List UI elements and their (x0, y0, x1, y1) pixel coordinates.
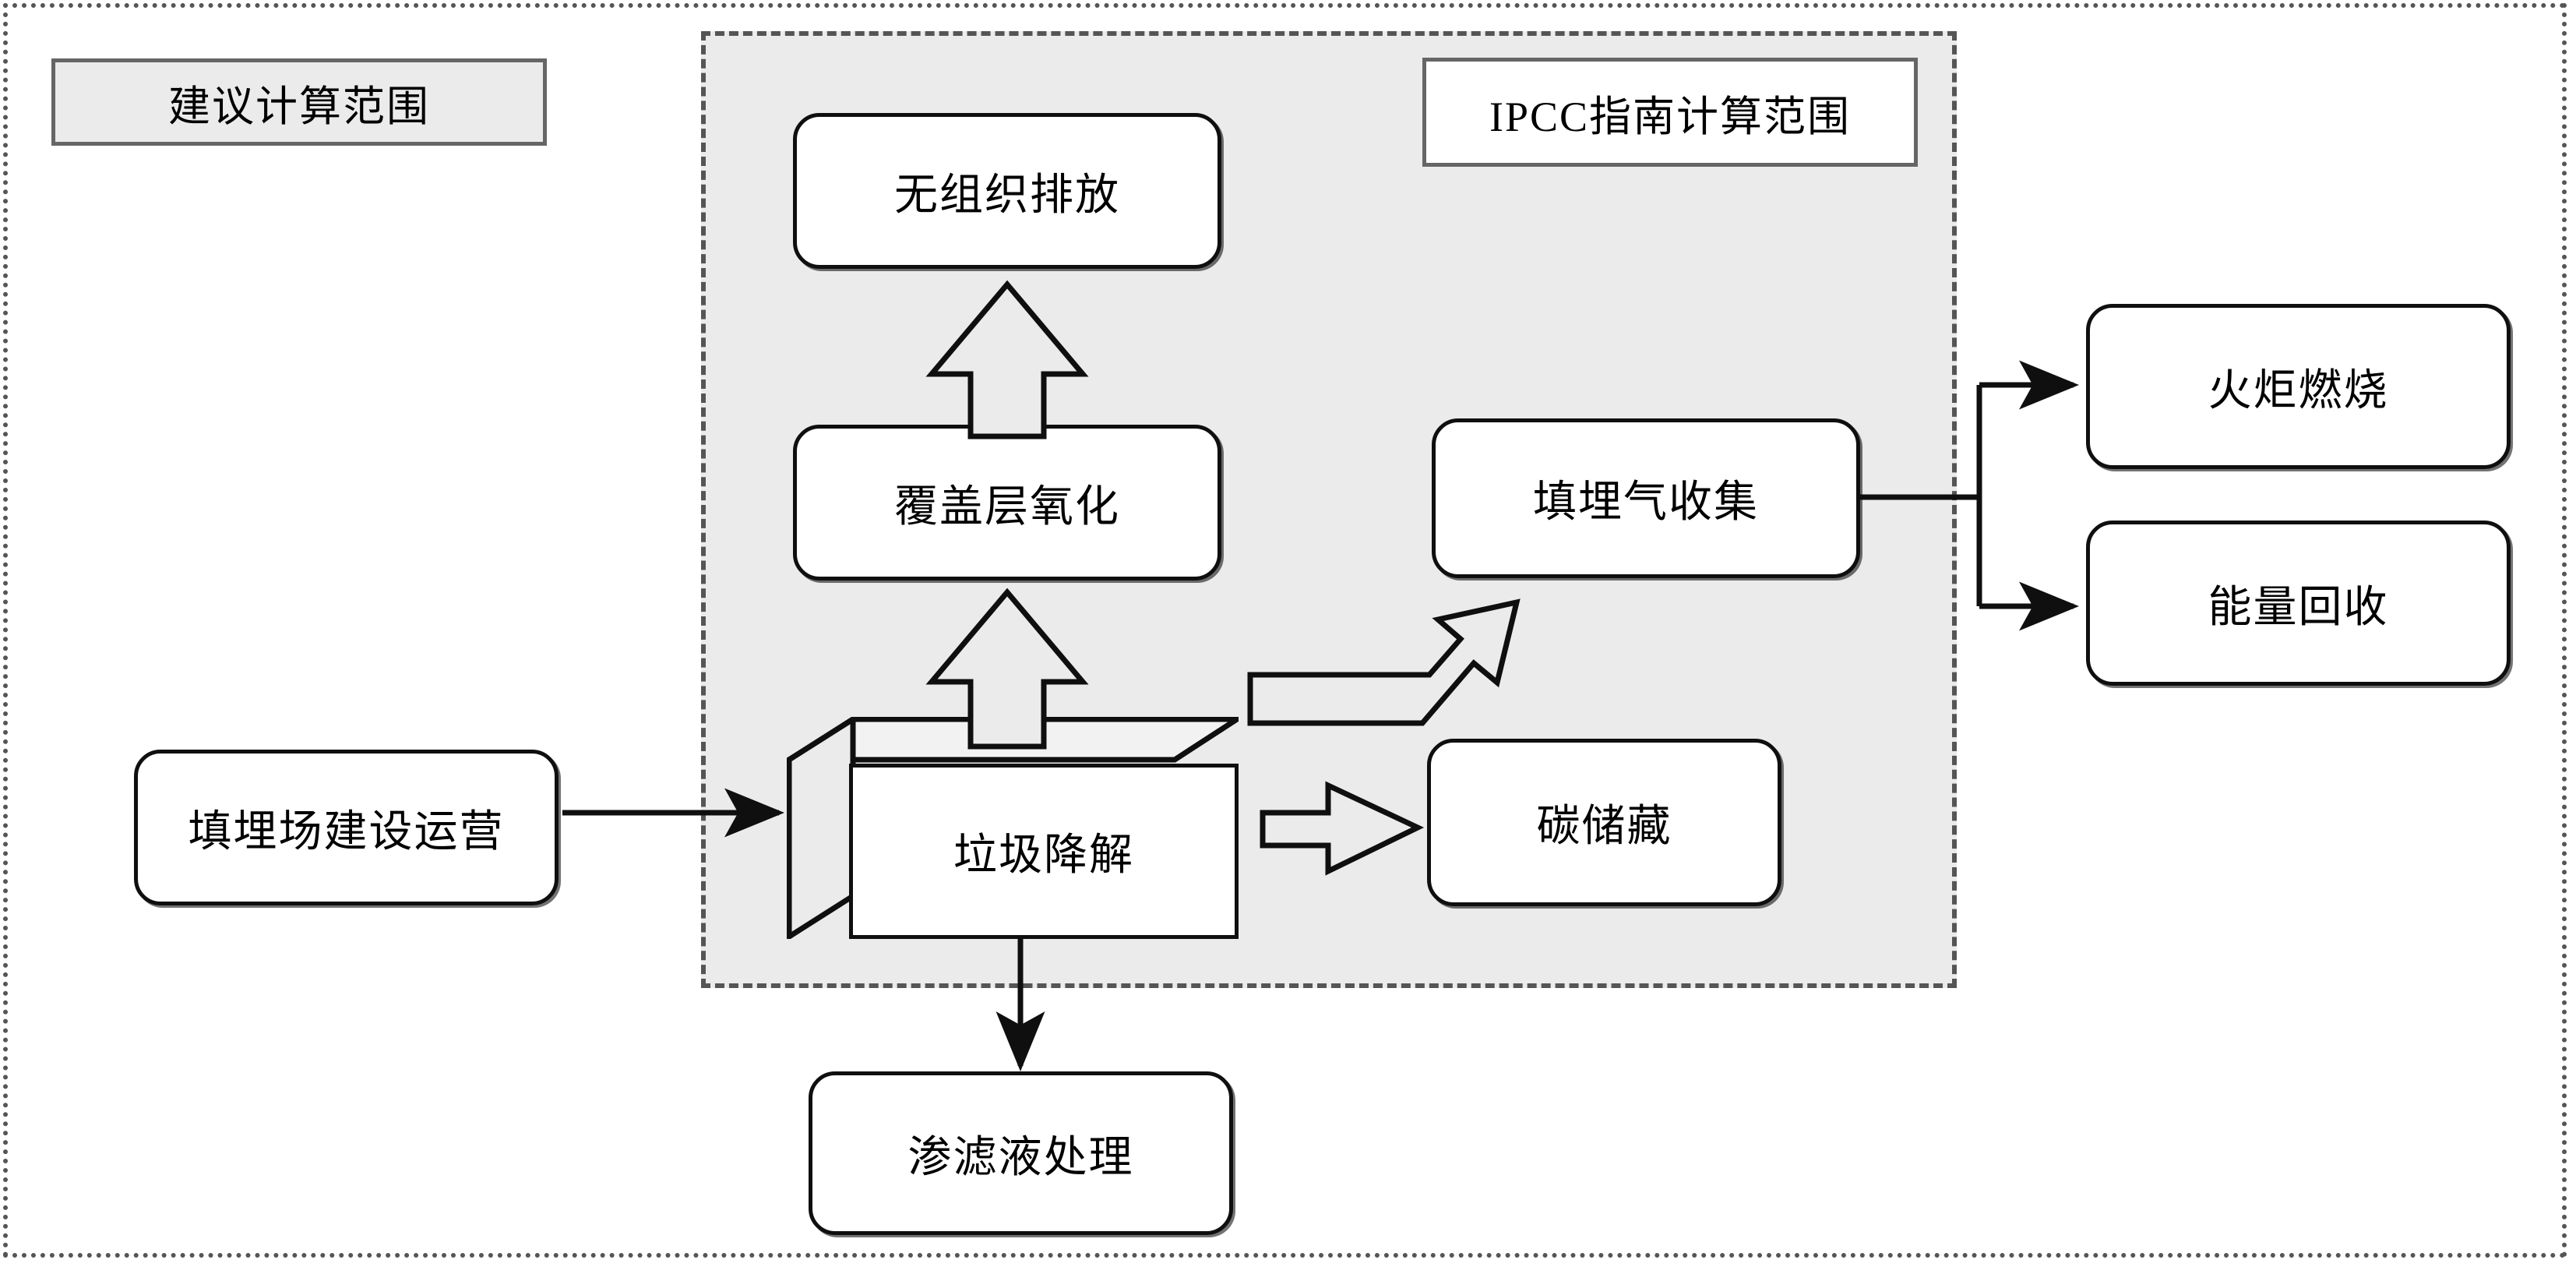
node-landfill-build-ops-label: 填埋场建设运营 (188, 807, 505, 856)
node-energy-recovery[interactable]: 能量回收 (2086, 521, 2511, 686)
legend-ipcc-scope-label: IPCC指南计算范围 (1489, 93, 1852, 140)
node-leachate-treatment-label: 渗滤液处理 (907, 1133, 1134, 1182)
legend-suggested-scope-label: 建议计算范围 (168, 83, 430, 130)
node-lfg-collection-label: 填埋气收集 (1533, 478, 1759, 527)
node-cover-oxidation[interactable]: 覆盖层氧化 (793, 425, 1221, 581)
legend-ipcc-scope: IPCC指南计算范围 (1422, 58, 1918, 167)
node-lfg-collection[interactable]: 填埋气收集 (1432, 418, 1860, 578)
node-waste-degradation-label: 垃圾降解 (953, 831, 1134, 880)
node-fugitive-emission-label: 无组织排放 (894, 171, 1120, 220)
node-leachate-treatment[interactable]: 渗滤液处理 (809, 1071, 1233, 1235)
node-cover-oxidation-label: 覆盖层氧化 (894, 482, 1120, 531)
node-flare-combustion-label: 火炬燃烧 (2208, 366, 2389, 415)
block-arrow-degradation-to-oxidation (925, 588, 1089, 750)
node-landfill-build-ops[interactable]: 填埋场建设运营 (134, 750, 559, 905)
block-arrow-oxidation-to-fugitive (925, 280, 1089, 439)
legend-suggested-scope: 建议计算范围 (51, 58, 547, 146)
node-energy-recovery-label: 能量回收 (2208, 583, 2389, 632)
suggested-scope-boundary (3, 3, 2567, 1258)
node-flare-combustion[interactable]: 火炬燃烧 (2086, 304, 2511, 469)
node-fugitive-emission[interactable]: 无组织排放 (793, 113, 1221, 269)
node-waste-degradation-face: 垃圾降解 (849, 764, 1239, 939)
block-arrow-degradation-to-carbon-storage (1260, 781, 1425, 876)
block-arrow-degradation-to-lfg-collection-shape (1247, 598, 1521, 726)
node-carbon-storage-label: 碳储藏 (1536, 803, 1672, 851)
node-carbon-storage[interactable]: 碳储藏 (1427, 739, 1781, 906)
